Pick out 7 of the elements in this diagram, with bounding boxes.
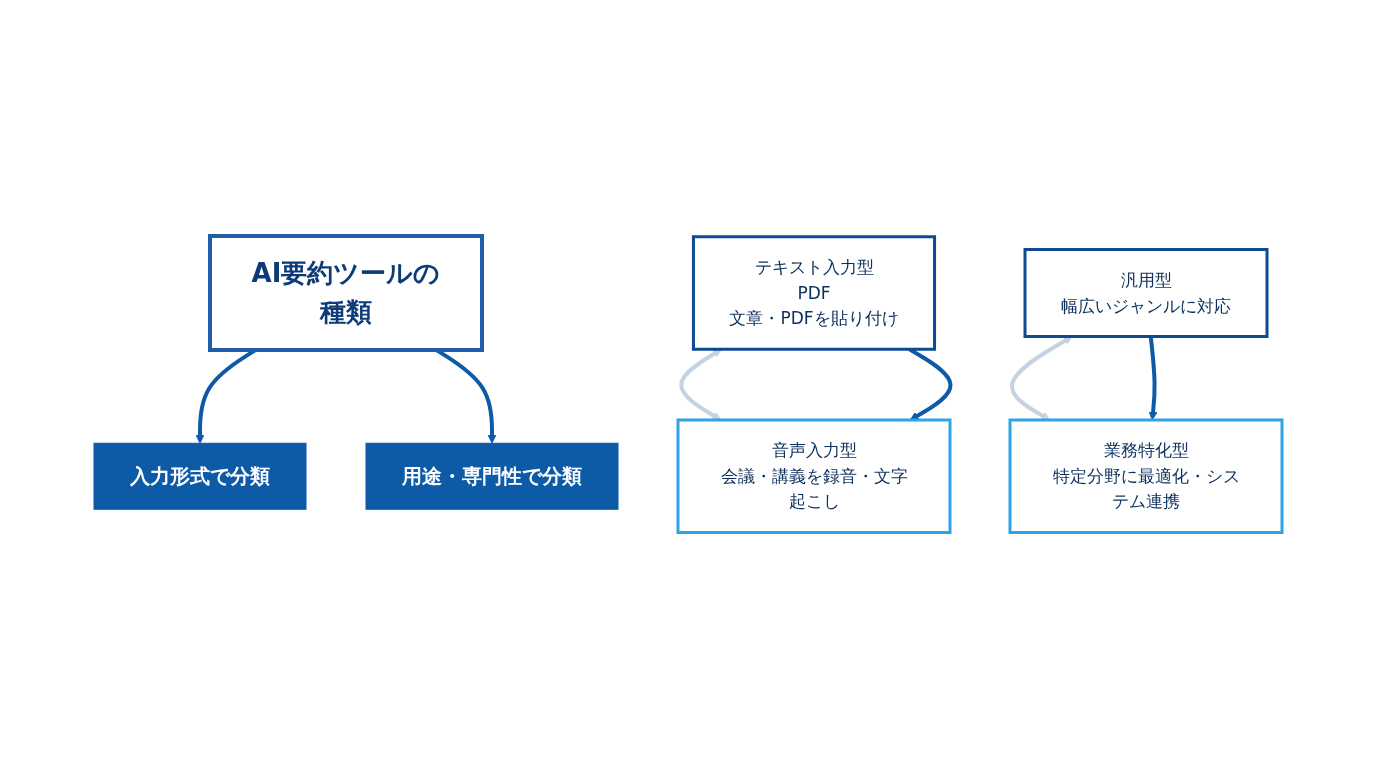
node-box: AI要約ツールの種類 xyxy=(208,233,484,352)
node-box: 用途・専門性で分類 xyxy=(365,442,619,510)
node-box: 音声入力型 会議・講義を録音・文字起こし xyxy=(676,418,952,534)
node-box: テキスト入力型 PDF 文章・PDFを貼り付け xyxy=(691,235,937,351)
node-box: 入力形式で分類 xyxy=(93,442,307,510)
node-box: 業務特化型 特定分野に最適化・システム連携 xyxy=(1008,418,1284,534)
node-box: 汎用型 幅広いジャンルに対応 xyxy=(1023,247,1269,338)
